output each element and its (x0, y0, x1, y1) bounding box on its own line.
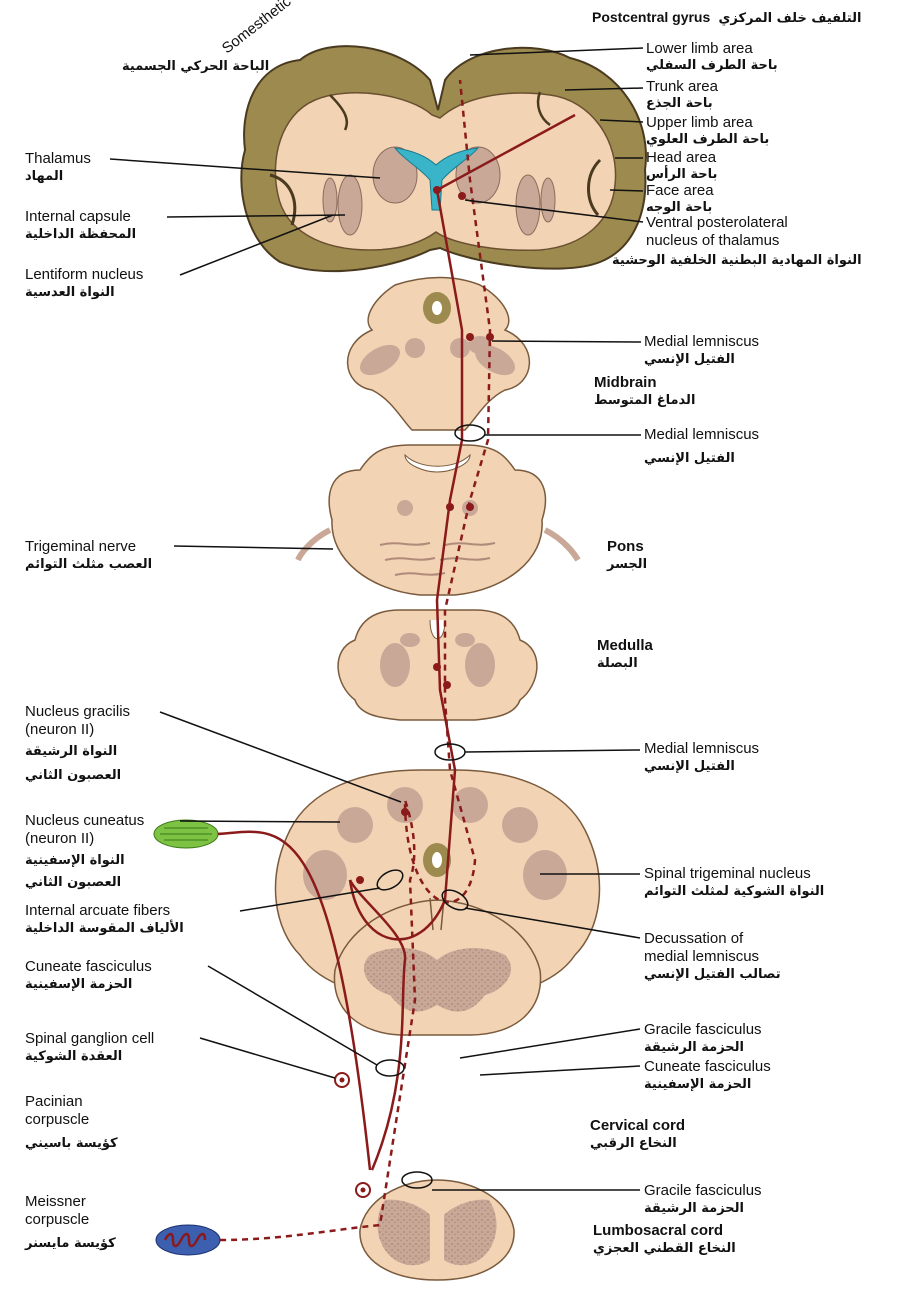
label-gracile-fasciculus-2: Gracile fasciculus الحزمة الرشيقة (644, 1182, 762, 1218)
label-decussation: Decussation of medial lemniscus تصالب ال… (644, 930, 781, 984)
midbrain-section (348, 278, 530, 431)
ganglion-cells (335, 1073, 370, 1197)
label-cuneate-fasciculus-left: Cuneate fasciculus الحزمة الإسفينية (25, 958, 152, 994)
label-cuneate-fasciculus-right: Cuneate fasciculus الحزمة الإسفينية (644, 1058, 771, 1094)
label-nucleus-gracilis: Nucleus gracilis (neuron II) النواة الرش… (25, 703, 130, 785)
label-meissner-corpuscle: Meissner corpuscle كؤيسة مايسنر (25, 1193, 116, 1253)
pons-section (298, 445, 578, 595)
label-medial-lemniscus-2: Medial lemniscus الفتيل الإنسي (644, 426, 759, 468)
meissner-corpuscle (156, 1225, 220, 1255)
label-lumbosacral-cord: Lumbosacral cord النخاع القطني العجزي (593, 1222, 736, 1258)
label-nucleus-cuneatus: Nucleus cuneatus (neuron II) النواة الإس… (25, 812, 144, 892)
label-lower-limb-area: Lower limb area باحة الطرف السفلي (646, 40, 778, 73)
label-trunk-area: Trunk area باحة الجذع (646, 78, 718, 111)
label-head-area: Head area باحة الرأس (646, 149, 717, 182)
label-cervical-cord: Cervical cord النخاع الرقبي (590, 1117, 685, 1153)
label-spinal-ganglion-cell: Spinal ganglion cell العقدة الشوكية (25, 1030, 154, 1066)
label-internal-arcuate-fibers: Internal arcuate fibers الألياف المقوسة … (25, 902, 184, 938)
pacinian-corpuscle (154, 820, 218, 848)
label-medial-lemniscus-3: Medial lemniscus الفتيل الإنسي (644, 740, 759, 776)
label-medial-lemniscus-1: Medial lemniscus الفتيل الإنسي (644, 333, 759, 369)
title-postcentral-gyrus: Postcentral gyrus التلفيف خلف المركزي (592, 8, 861, 28)
label-lentiform-nucleus: Lentiform nucleus النواة العدسية (25, 266, 143, 302)
label-pons: Pons الجسر (607, 538, 647, 574)
label-upper-limb-area: Upper limb area باحة الطرف العلوي (646, 114, 769, 147)
label-vpl-nucleus: Ventral posterolateral nucleus of thalam… (646, 214, 788, 250)
label-pacinian-corpuscle: Pacinian corpuscle كؤيسة باسيني (25, 1093, 118, 1153)
cerebrum-section (241, 46, 646, 271)
label-medulla: Medulla البصلة (597, 637, 653, 673)
label-midbrain: Midbrain الدماغ المتوسط (594, 374, 695, 410)
label-internal-capsule: Internal capsule المحفظة الداخلية (25, 208, 136, 244)
label-spinal-trigeminal-nucleus: Spinal trigeminal nucleus النواة الشوكية… (644, 865, 824, 901)
label-somesthetic-cortex-ar: الباحة الحركي الجسمية (122, 58, 269, 76)
label-thalamus: Thalamus المهاد (25, 150, 91, 186)
label-vpl-nucleus-ar: النواة المهادية البطنية الخلفية الوحشية (612, 252, 862, 270)
label-gracile-fasciculus-1: Gracile fasciculus الحزمة الرشيقة (644, 1021, 762, 1057)
lumbosacral-cord-section (360, 1180, 514, 1280)
label-face-area: Face area باحة الوجه (646, 182, 714, 215)
label-trigeminal-nerve: Trigeminal nerve العصب مثلث التوائم (25, 538, 152, 574)
